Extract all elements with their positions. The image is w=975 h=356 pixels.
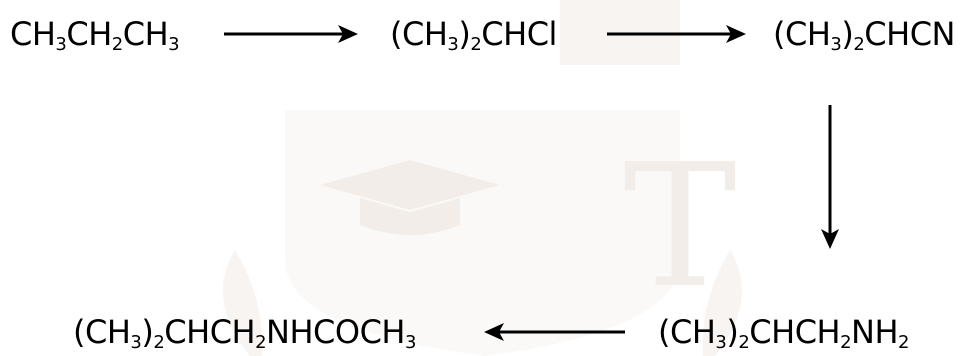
compound-isobutyronitrile: (CH3)2CHCN	[773, 14, 955, 54]
reaction-arrow-2-right	[607, 25, 746, 43]
formula-text: (CH	[73, 313, 131, 351]
formula-subscript: 3	[830, 34, 842, 55]
formula-text: CHCH	[164, 313, 256, 351]
formula-subscript: 2	[898, 332, 909, 353]
compound-acetamide-product: (CH3)2CHCH2NHCOCH3	[73, 312, 416, 352]
reaction-arrow-1-right	[224, 25, 358, 43]
compound-isobutylamine: (CH3)2CHCH2NH2	[658, 312, 909, 352]
compound-isopropyl-chloride: (CH3)2CHCl	[390, 14, 557, 54]
formula-subscript: 3	[447, 34, 459, 55]
formula-subscript: 3	[168, 34, 180, 55]
formula-text: CHCH	[749, 313, 841, 351]
formula-text: NH	[851, 313, 899, 351]
formula-text: )	[726, 313, 739, 351]
formula-subscript: 2	[853, 34, 865, 55]
formula-text: NHCOCH	[266, 313, 405, 351]
formula-subscript: 3	[404, 332, 416, 353]
formula-text: CH	[66, 15, 112, 53]
formula-text: CH	[10, 15, 56, 53]
formula-text: (CH	[773, 15, 831, 53]
watermark-graduation-cap-icon	[320, 160, 500, 235]
formula-subscript: 2	[470, 34, 482, 55]
formula-text: )	[141, 313, 154, 351]
formula-text: CHCl	[481, 15, 557, 53]
formula-text: )	[458, 15, 471, 53]
watermark-leaf-right-shape	[702, 250, 742, 356]
formula-subscript: 2	[840, 332, 852, 353]
formula-text: CHCN	[864, 15, 955, 53]
formula-subscript: 3	[130, 332, 142, 353]
reaction-arrow-4-left	[484, 323, 625, 341]
reaction-arrow-3-down	[821, 105, 839, 249]
watermark-leaf-left-shape	[223, 250, 263, 356]
formula-subscript: 2	[111, 34, 123, 55]
formula-text: CH	[122, 15, 169, 53]
formula-text: )	[841, 15, 854, 53]
watermark-letter: T	[623, 128, 736, 326]
formula-text: (CH	[390, 15, 448, 53]
formula-subscript: 2	[255, 332, 267, 353]
compound-propane: CH3CH2CH3	[10, 14, 180, 55]
formula-subscript: 2	[738, 332, 750, 353]
formula-text: (CH	[658, 313, 716, 351]
formula-subscript: 3	[55, 34, 67, 55]
formula-subscript: 3	[715, 332, 727, 353]
formula-subscript: 2	[153, 332, 165, 353]
